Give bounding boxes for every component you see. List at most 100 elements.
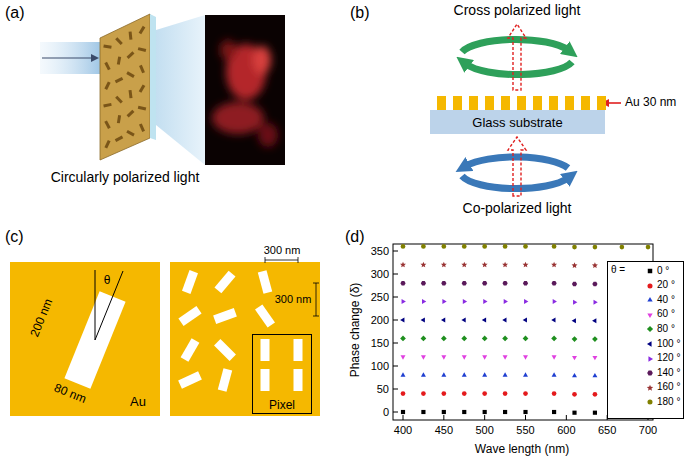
nanoslit xyxy=(178,306,201,326)
panel-letter: (d) xyxy=(345,228,365,246)
data-marker xyxy=(502,318,506,323)
data-marker xyxy=(551,336,557,342)
beam-arrow xyxy=(42,57,92,58)
slab-rod xyxy=(103,103,111,107)
data-marker xyxy=(524,299,528,304)
slab-rod xyxy=(127,110,135,118)
legend-text: 40 ° xyxy=(657,294,675,305)
data-marker xyxy=(462,244,467,249)
data-marker xyxy=(648,269,652,273)
legend-text: 120 ° xyxy=(657,352,680,363)
nanoslit xyxy=(261,369,270,391)
gold-square xyxy=(517,96,526,110)
data-marker xyxy=(461,336,467,342)
data-marker xyxy=(572,373,577,377)
data-marker xyxy=(482,281,487,286)
data-marker xyxy=(523,336,529,342)
data-marker xyxy=(441,355,446,359)
gold-square xyxy=(485,96,494,110)
pointer-arrow xyxy=(608,102,621,104)
caption-text: Cross polarized light xyxy=(454,2,581,18)
tick-label: 50 xyxy=(377,383,389,396)
gold-square xyxy=(533,96,542,110)
data-marker xyxy=(502,336,508,342)
legend-text: 0 ° xyxy=(657,265,669,276)
tick-label: 350 xyxy=(371,245,389,258)
data-marker xyxy=(502,262,508,268)
tick-label: 300 xyxy=(371,268,389,281)
data-marker xyxy=(483,299,487,304)
gold-square xyxy=(437,96,446,110)
data-marker xyxy=(441,336,447,342)
data-marker xyxy=(523,262,529,268)
caption-text: Circularly polarized light xyxy=(51,169,200,185)
data-marker xyxy=(482,355,487,359)
gold-unit-cell xyxy=(10,262,160,416)
x-tick xyxy=(525,415,526,420)
axis-title: Phase change (δ) xyxy=(349,283,363,378)
data-marker xyxy=(592,282,597,287)
gold-square xyxy=(581,96,590,110)
dimension-line xyxy=(316,283,317,316)
nanoslit xyxy=(178,371,202,388)
data-marker xyxy=(401,355,406,359)
legend-text: 160 ° xyxy=(657,381,680,392)
data-marker xyxy=(421,281,426,286)
co-polarization-arrow xyxy=(462,176,568,189)
dimension-label: 300 nm xyxy=(264,244,301,257)
x-tick xyxy=(403,415,404,420)
nanoslit xyxy=(258,270,272,294)
data-marker xyxy=(462,410,466,414)
data-marker xyxy=(462,355,467,359)
y-tick xyxy=(393,366,398,367)
dashed-arrow xyxy=(508,24,526,90)
slab-rod xyxy=(126,130,134,137)
legend-text: 20 ° xyxy=(657,279,675,290)
nanoslit xyxy=(182,270,198,294)
data-marker xyxy=(551,281,556,286)
data-marker xyxy=(421,244,426,249)
nanoslit xyxy=(213,308,237,324)
data-marker xyxy=(647,297,652,302)
data-marker xyxy=(482,318,486,323)
y-tick xyxy=(393,251,398,252)
glass-edge xyxy=(150,14,156,140)
dimension-tick xyxy=(298,257,299,263)
slab-rod xyxy=(104,81,110,90)
data-marker xyxy=(647,326,653,332)
gold-metasurface xyxy=(170,262,320,416)
data-marker xyxy=(572,336,578,342)
slab-rod xyxy=(104,62,110,70)
legend-marker xyxy=(645,339,655,349)
panel-letter: (a) xyxy=(5,4,25,22)
data-marker xyxy=(523,244,528,249)
gold-square xyxy=(565,96,574,110)
data-marker xyxy=(648,356,653,361)
projection-cone xyxy=(156,15,205,165)
data-marker xyxy=(523,355,528,359)
data-marker xyxy=(441,391,446,396)
data-marker xyxy=(421,318,425,323)
slab-rod xyxy=(104,120,110,128)
data-marker xyxy=(402,299,406,304)
data-marker xyxy=(401,410,405,414)
dimension-tick xyxy=(265,257,266,263)
data-marker xyxy=(400,336,406,342)
data-marker xyxy=(441,281,446,286)
slab-rod xyxy=(115,96,123,104)
data-marker xyxy=(647,283,652,288)
data-marker xyxy=(523,372,528,376)
dimension-tick xyxy=(313,283,319,284)
data-marker xyxy=(646,245,651,250)
slab-rod xyxy=(138,47,146,52)
y-tick xyxy=(393,297,398,298)
gold-square xyxy=(453,96,462,110)
cross-polarization-arrow xyxy=(462,39,568,52)
dimension-label: 300 nm xyxy=(275,293,312,306)
data-marker xyxy=(620,245,625,250)
data-marker xyxy=(593,392,598,397)
data-marker xyxy=(647,400,652,405)
tick-label: 0 xyxy=(383,406,389,419)
legend-marker xyxy=(645,397,655,407)
legend-marker xyxy=(645,281,655,291)
